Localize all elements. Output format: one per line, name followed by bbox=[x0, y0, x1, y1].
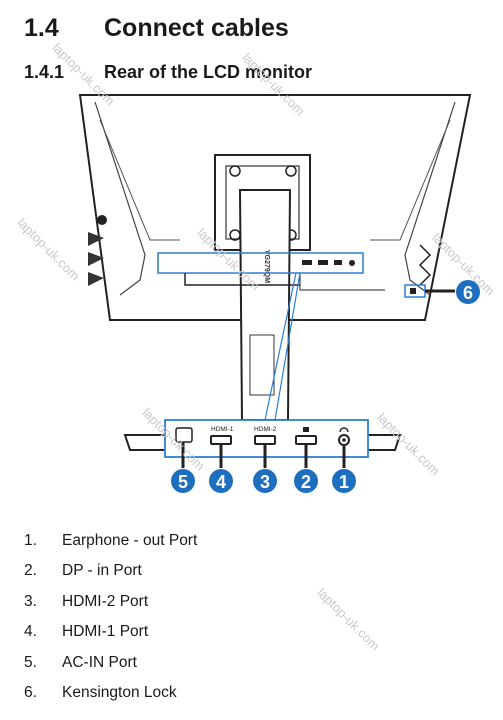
callout-2: 2 bbox=[294, 469, 318, 493]
callout-3: 3 bbox=[253, 469, 277, 493]
subsection-number: 1.4.1 bbox=[24, 62, 65, 82]
subsection-heading: 1.4.1 Rear of the LCD monitor bbox=[24, 62, 312, 83]
item-number: 2. bbox=[24, 562, 37, 580]
list-item: 6. Kensington Lock bbox=[24, 684, 197, 714]
callout-6-number: 6 bbox=[463, 283, 473, 303]
left-button bbox=[97, 215, 107, 225]
rear-port-strip bbox=[157, 252, 364, 274]
list-item: 2. DP - in Port bbox=[24, 562, 197, 592]
hdmi2-port-label: HDMI-2 bbox=[254, 426, 277, 433]
item-number: 6. bbox=[24, 683, 37, 701]
section-title: Connect cables bbox=[104, 14, 289, 42]
dp-port bbox=[295, 435, 317, 445]
hdmi2-port bbox=[254, 435, 276, 445]
callout-4: 4 bbox=[209, 469, 233, 493]
item-label: AC-IN Port bbox=[62, 653, 137, 671]
callout-3-number: 3 bbox=[260, 472, 270, 492]
headphone-icon bbox=[339, 427, 349, 433]
callout-4-number: 4 bbox=[216, 472, 226, 492]
stand-vertical-text: VG279QM bbox=[263, 250, 270, 283]
hdmi1-port bbox=[210, 435, 232, 445]
item-label: HDMI-2 Port bbox=[62, 592, 149, 610]
list-item: 5. AC-IN Port bbox=[24, 654, 197, 684]
item-label: DP - in Port bbox=[62, 562, 142, 580]
item-label: Kensington Lock bbox=[62, 683, 177, 701]
item-label: Earphone - out Port bbox=[62, 532, 198, 549]
subsection-title: Rear of the LCD monitor bbox=[104, 62, 313, 82]
callout-5-number: 5 bbox=[178, 472, 188, 492]
item-number: 5. bbox=[24, 653, 37, 671]
list-item: 1. Earphone - out Port bbox=[24, 532, 197, 562]
callout-1: 1 bbox=[332, 469, 356, 493]
item-number: 1. bbox=[24, 532, 37, 549]
callout-6: 6 bbox=[456, 280, 480, 304]
section-number: 1.4 bbox=[24, 14, 59, 42]
hdmi1-port-label: HDMI-1 bbox=[211, 426, 234, 433]
item-label: HDMI-1 Port bbox=[62, 623, 149, 641]
item-number: 3. bbox=[24, 592, 37, 610]
earphone-port bbox=[338, 434, 350, 446]
callout-2-number: 2 bbox=[301, 472, 311, 492]
section-heading: 1.4 Connect cables bbox=[24, 14, 289, 43]
left-vent-icons bbox=[88, 232, 104, 286]
list-item: 4. HDMI-1 Port bbox=[24, 623, 197, 653]
callout-1-number: 1 bbox=[339, 472, 349, 492]
item-number: 4. bbox=[24, 623, 37, 641]
callout-5: 5 bbox=[171, 469, 195, 493]
dp-icon bbox=[303, 427, 309, 432]
watermark: laptop-uk.com bbox=[314, 585, 383, 654]
monitor-rear-diagram: VG279QM HDMI-1 HDMI-2 5 bbox=[78, 94, 480, 493]
port-legend-list: 1. Earphone - out Port 2. DP - in Port 3. H… bbox=[24, 532, 197, 714]
list-item: 3. HDMI-2 Port bbox=[24, 593, 197, 623]
